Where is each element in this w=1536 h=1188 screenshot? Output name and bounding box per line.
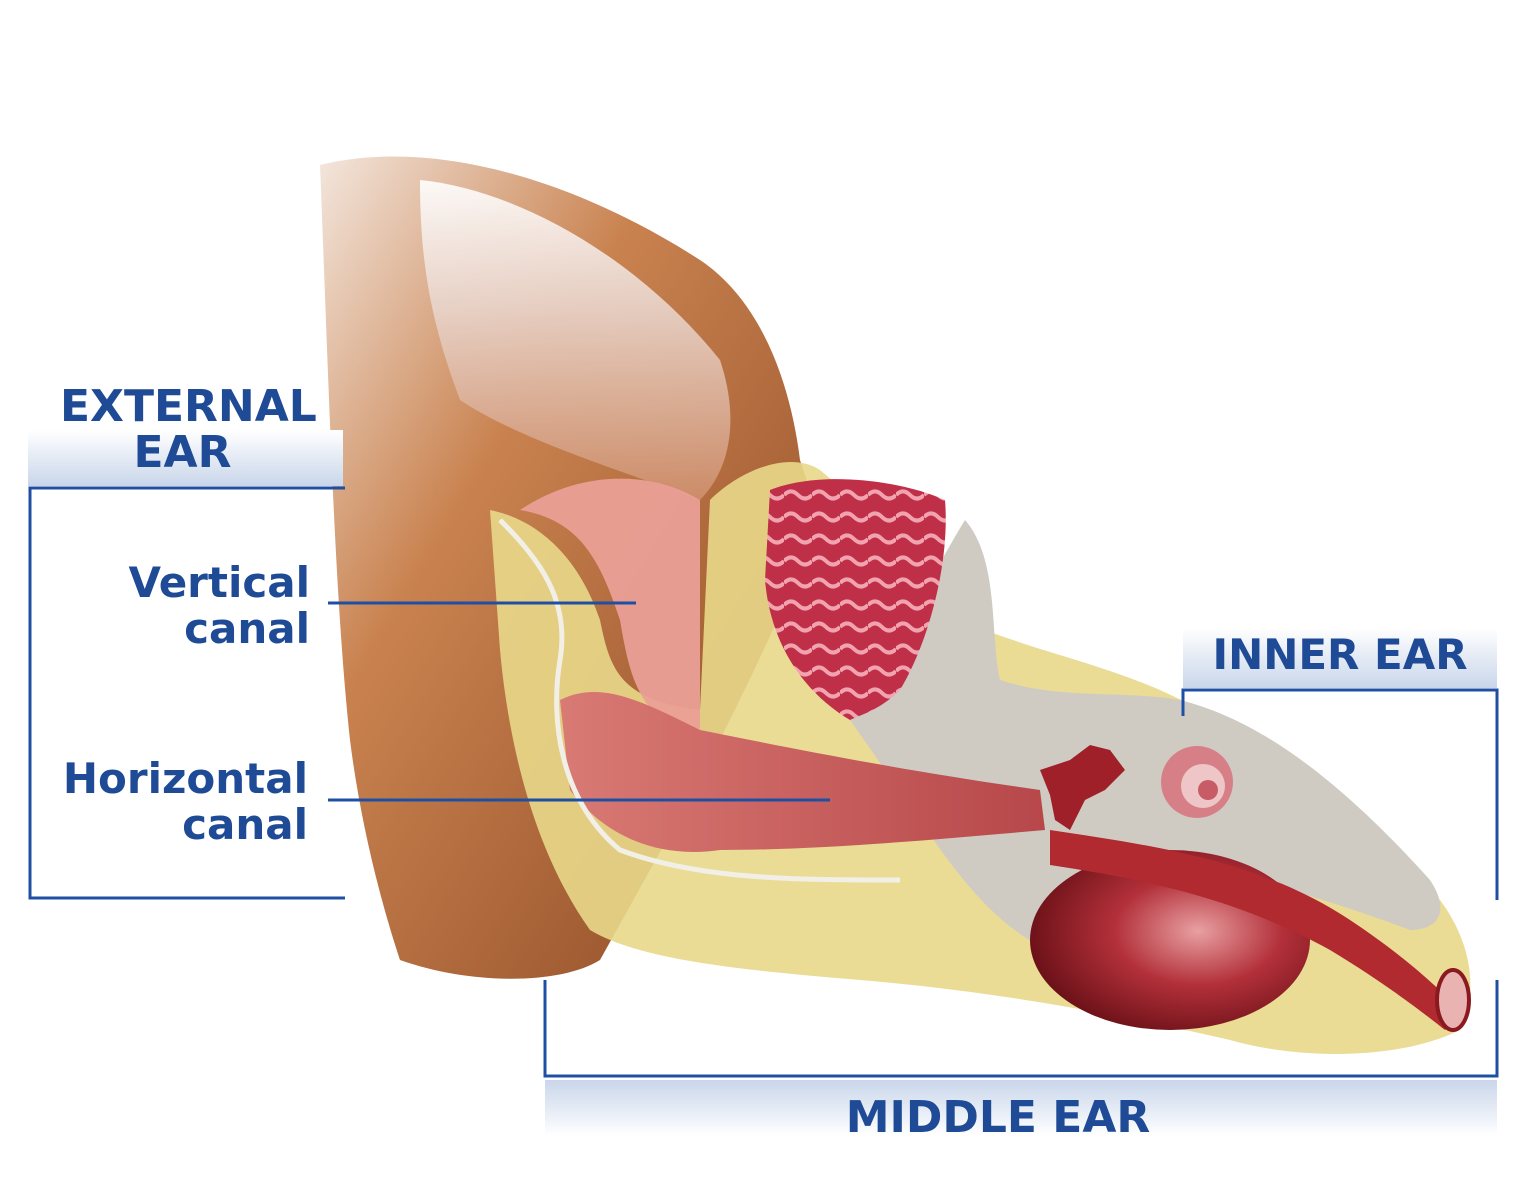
cochlea-inner [1198, 780, 1218, 800]
external-ear-label: EXTERNAL EAR [60, 381, 317, 478]
middle-ear-label: MIDDLE EAR [845, 1092, 1151, 1143]
auditory-tube-opening [1435, 968, 1471, 1032]
muscle [765, 479, 946, 720]
horizontal-canal-label: Horizontal canal [60, 756, 308, 848]
middle-ear-band [545, 1080, 1497, 1136]
ossicles [1040, 745, 1125, 830]
temporal-bone [850, 520, 1441, 950]
canal-cartilage-line [498, 518, 901, 883]
inner-ear-label: INNER EAR [1212, 630, 1468, 679]
external-ear-line2: EAR [133, 427, 232, 478]
horizontal-canal-shape [560, 691, 1045, 852]
middle-ear-bracket [543, 980, 1499, 1078]
vertical-canal-shape [520, 478, 700, 740]
horizontal-canal-line2: canal [182, 800, 308, 849]
horizontal-canal-line1: Horizontal [62, 754, 308, 803]
external-ear-line1: EXTERNAL [60, 381, 317, 432]
vertical-canal-line1: Vertical [128, 558, 310, 607]
external-ear-band [28, 430, 343, 486]
auditory-tube [1050, 830, 1460, 1030]
vertical-canal-label: Vertical canal [110, 560, 310, 652]
inner-ear-band [1183, 628, 1497, 688]
external-ear-bracket [28, 486, 345, 900]
vertical-canal-line2: canal [184, 604, 310, 653]
inner-ear-bracket [1181, 688, 1499, 900]
pinna-inner-light [420, 180, 731, 500]
